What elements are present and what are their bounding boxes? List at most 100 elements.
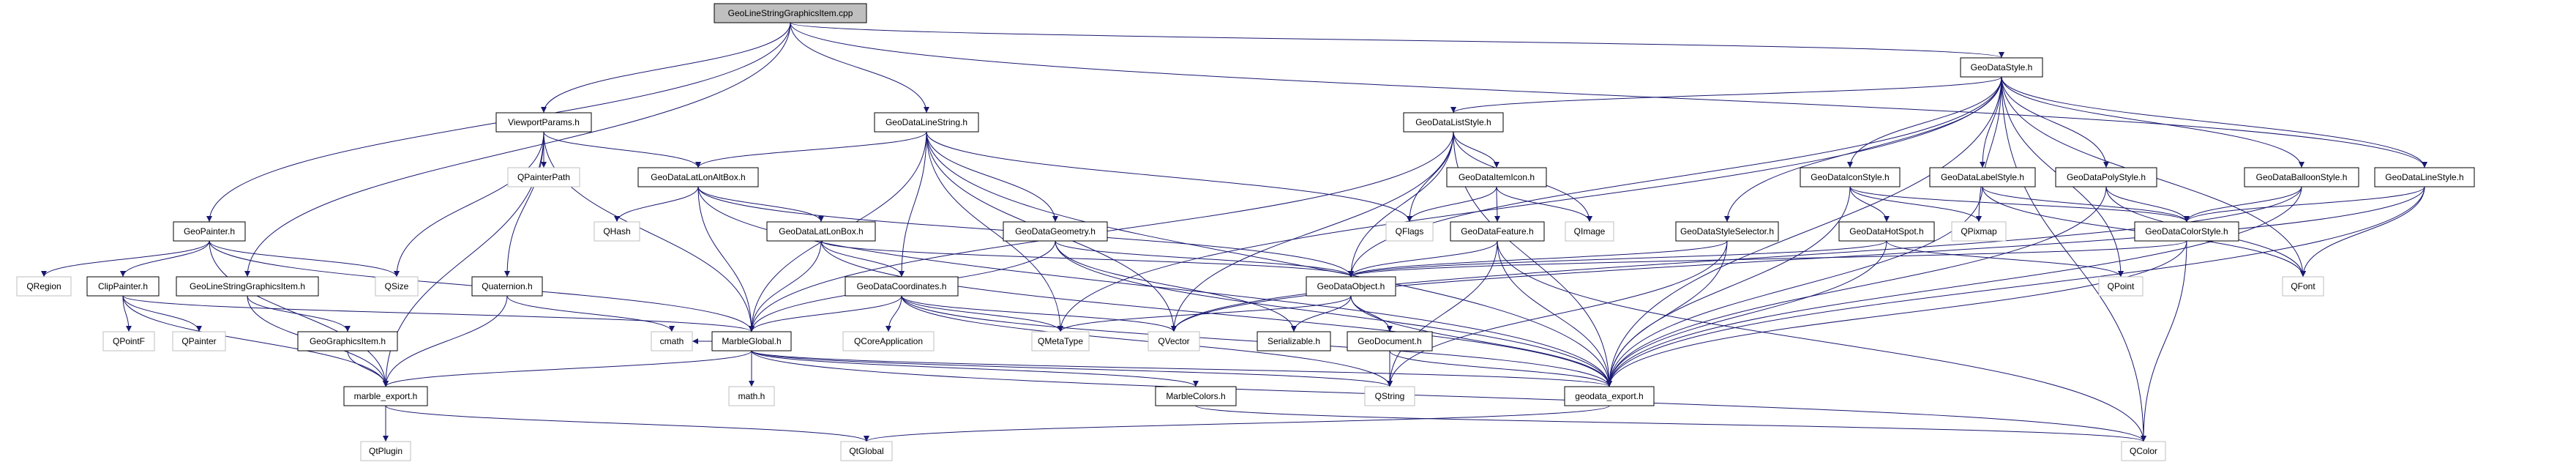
node-label: QCoreApplication [854, 336, 923, 346]
edge-geo-data-feature-to-qstring [1387, 240, 1498, 387]
node-label: QPixmap [1961, 226, 1997, 237]
edge-geo-graphics-item-to-marble-export [347, 350, 389, 387]
node-geo-graphics-item-h[interactable]: GeoGraphicsItem.h [297, 331, 398, 351]
edge-root-to-geo-line-string-graphics-item-h [244, 22, 791, 278]
node-label: GeoDataIconStyle.h [1811, 172, 1889, 182]
node-box [1446, 167, 1547, 187]
node-label: GeoDataListStyle.h [1415, 117, 1491, 127]
node-geo-data-balloon-style-h[interactable]: GeoDataBalloonStyle.h [2244, 167, 2359, 187]
node-box [471, 276, 543, 297]
node-label: GeoDataObject.h [1317, 281, 1385, 291]
edge-geo-document-to-geodata-export [1389, 350, 1612, 387]
edge-geo-data-lat-lon-box-to-marble-global [749, 240, 822, 332]
node-box [1257, 331, 1331, 351]
edge-geo-data-line-style-to-qfont [2300, 186, 2425, 278]
node-geo-data-style-selector-h[interactable]: GeoDataStyleSelector.h [1675, 221, 1779, 242]
node-label: GeoDocument.h [1358, 336, 1421, 346]
node-geo-data-hot-spot-h[interactable]: GeoDataHotSpot.h [1838, 221, 1935, 242]
edge-geo-data-style-to-qcolor [2001, 76, 2146, 442]
node-clip-painter-h[interactable]: ClipPainter.h [86, 276, 160, 297]
node-box [173, 221, 246, 242]
edge-geo-data-hot-spot-to-geodata-export [1606, 240, 1887, 387]
node-label: QMetaType [1038, 336, 1083, 346]
node-geo-data-style-h[interactable]: GeoDataStyle.h [1960, 57, 2043, 78]
node-box [360, 441, 411, 461]
node-quaternion-h[interactable]: Quaternion.h [471, 276, 543, 297]
node-geo-document-h[interactable]: GeoDocument.h [1347, 331, 1433, 351]
edge-geo-data-coordinates-to-qvector [901, 295, 1177, 332]
node-label: GeoDataGeometry.h [1015, 226, 1096, 237]
node-box [842, 331, 935, 351]
node-geo-data-color-style-h[interactable]: GeoDataColorStyle.h [2134, 221, 2239, 242]
node-box [1564, 386, 1655, 406]
node-geo-painter-h[interactable]: GeoPainter.h [173, 221, 246, 242]
node-qt-global: QtGlobal [840, 441, 893, 461]
edge-geo-data-line-style-to-geo-data-color-style [2184, 186, 2425, 223]
node-marble-global-h[interactable]: MarbleGlobal.h [711, 331, 792, 351]
node-qpainter: QPainter [172, 331, 226, 351]
node-label: QImage [1574, 226, 1606, 237]
node-box [2374, 167, 2475, 187]
node-box [1403, 112, 1504, 133]
node-label: GeoDataLatLonBox.h [779, 226, 863, 237]
node-label: QVector [1158, 336, 1189, 346]
node-box [1385, 221, 1434, 242]
node-box [176, 276, 319, 297]
edge-geo-data-label-style-to-geo-data-color-style [1982, 186, 2190, 223]
edge-geo-data-lat-lon-box-to-geo-data-coordinates [820, 240, 905, 278]
node-geo-data-coordinates-h[interactable]: GeoDataCoordinates.h [845, 276, 959, 297]
node-geo-data-item-icon-h[interactable]: GeoDataItemIcon.h [1446, 167, 1547, 187]
node-qflags: QFlags [1385, 221, 1434, 242]
node-geo-data-icon-style-h[interactable]: GeoDataIconStyle.h [1800, 167, 1901, 187]
node-box [714, 3, 867, 23]
edge-marble-global-to-geodata-export [751, 350, 1612, 387]
node-geo-data-list-style-h[interactable]: GeoDataListStyle.h [1403, 112, 1504, 133]
node-viewport-params-h[interactable]: ViewportParams.h [495, 112, 592, 133]
node-box [594, 221, 640, 242]
edge-geo-data-line-style-to-geodata-export [1606, 186, 2425, 387]
node-geo-line-string-graphics-item-h[interactable]: GeoLineStringGraphicsItem.h [176, 276, 319, 297]
node-label: QPointF [113, 336, 145, 346]
node-label: GeoDataItemIcon.h [1459, 172, 1535, 182]
node-label: GeoLineStringGraphicsItem.cpp [728, 8, 853, 18]
node-box [845, 276, 959, 297]
node-serializable-h[interactable]: Serializable.h [1257, 331, 1331, 351]
node-marble-colors-h[interactable]: MarbleColors.h [1155, 386, 1237, 406]
node-geodata-export-h[interactable]: geodata_export.h [1564, 386, 1655, 406]
edge-geo-data-list-style-to-geo-data-object [1348, 131, 1454, 278]
node-box [651, 331, 693, 351]
node-qmeta-type: QMetaType [1031, 331, 1090, 351]
node-box [1003, 221, 1108, 242]
node-geo-data-lat-lon-box-h[interactable]: GeoDataLatLonBox.h [766, 221, 876, 242]
edge-geo-data-style-to-geo-data-line-style [2001, 76, 2427, 168]
node-geo-data-line-string-h[interactable]: GeoDataLineString.h [874, 112, 979, 133]
node-geo-data-object-h[interactable]: GeoDataObject.h [1306, 276, 1396, 297]
edge-geo-data-lat-lon-box-to-geo-data-object [820, 240, 1354, 278]
edge-geo-data-style-to-geo-data-poly-style [2001, 76, 2109, 168]
edge-quaternion-to-cmath [506, 295, 675, 332]
edge-geo-data-lat-lon-alt-box-to-qhash [614, 186, 699, 223]
edge-clip-painter-to-marble-export [122, 295, 389, 387]
node-geo-data-line-style-h[interactable]: GeoDataLineStyle.h [2374, 167, 2475, 187]
node-geo-data-poly-style-h[interactable]: GeoDataPolyStyle.h [2055, 167, 2157, 187]
node-geo-data-feature-h[interactable]: GeoDataFeature.h [1450, 221, 1545, 242]
edge-geo-data-style-selector-to-qstring [1387, 240, 1728, 387]
node-geo-line-string-graphics-item-cpp[interactable]: GeoLineStringGraphicsItem.cpp [714, 3, 867, 23]
node-label: GeoDataFeature.h [1461, 226, 1533, 237]
node-geo-data-geometry-h[interactable]: GeoDataGeometry.h [1003, 221, 1108, 242]
edge-geo-data-icon-style-to-geo-data-hot-spot [1849, 186, 1890, 223]
node-marble-export-h[interactable]: marble_export.h [343, 386, 428, 406]
node-qregion: QRegion [16, 276, 72, 297]
edge-marble-export-to-qt-global [385, 405, 869, 442]
node-geo-data-lat-lon-alt-box-h[interactable]: GeoDataLatLonAltBox.h [637, 167, 759, 187]
node-box [1155, 386, 1237, 406]
edge-geo-data-geometry-to-geodata-export [1055, 240, 1612, 387]
node-box [1838, 221, 1935, 242]
node-label: GeoDataColorStyle.h [2145, 226, 2228, 237]
node-geo-data-label-style-h[interactable]: GeoDataLabelStyle.h [1929, 167, 2036, 187]
node-label: GeoGraphicsItem.h [310, 336, 386, 346]
node-label: QPainter [181, 336, 216, 346]
edge-geo-data-lat-lon-box-to-geodata-export [820, 240, 1612, 387]
node-box [1147, 331, 1200, 351]
node-qt-plugin: QtPlugin [360, 441, 411, 461]
